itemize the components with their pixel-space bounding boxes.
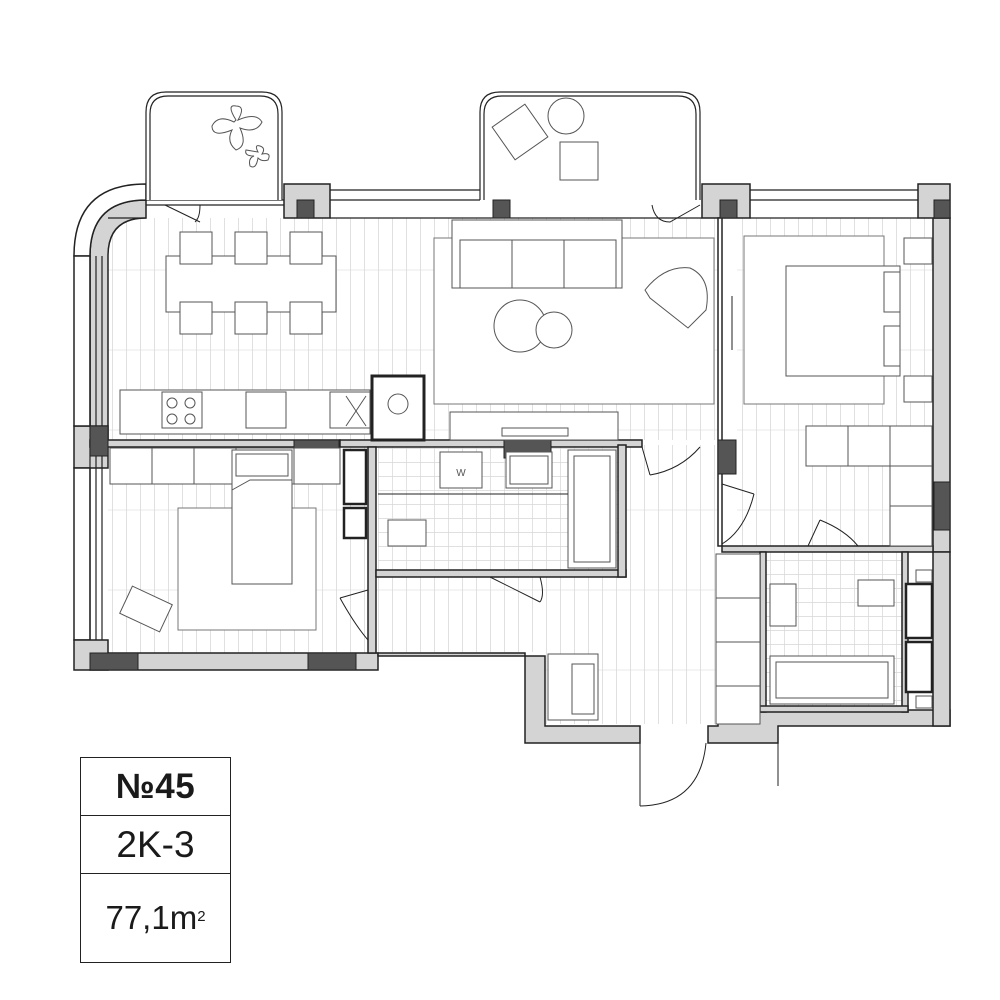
wall-bath2-frame (759, 551, 767, 713)
balcony-table (547, 97, 585, 135)
wall-bedroom-bottom (721, 545, 934, 553)
kitchen-sink (245, 391, 287, 429)
hallway-furniture (547, 553, 761, 725)
bath2-sink (769, 583, 797, 627)
wall-left-strip (73, 255, 91, 427)
door-bath2 (807, 519, 859, 547)
nightstand-1 (903, 237, 933, 265)
small-plant-icon (245, 145, 270, 168)
bathroom-1: W (378, 449, 617, 569)
wall-living-bedroom (717, 217, 723, 547)
bath1-toilet (387, 519, 427, 547)
area-unit-superscript: 2 (197, 907, 206, 925)
balcony-chair-2 (559, 141, 599, 181)
wall-bath1-bottom (375, 569, 627, 578)
kids-furniture (109, 447, 368, 633)
door-bath1 (489, 576, 543, 603)
plant-icon (211, 105, 263, 151)
apartment-type: 2K-3 (81, 816, 230, 874)
balcony-furniture (211, 97, 599, 181)
wall-right-lower (932, 551, 951, 727)
wall-bath2-bottom (759, 705, 909, 713)
wall-kids-bath (367, 446, 377, 654)
bedroom-furniture (731, 235, 933, 547)
wardrobe (805, 425, 933, 467)
apartment-number: №45 (81, 758, 230, 816)
coffee-table-2 (535, 311, 573, 349)
wall-bottom-hall (377, 652, 641, 744)
armchair (644, 267, 708, 329)
door-balcony-right (651, 204, 701, 223)
washer-label: W (456, 468, 466, 479)
area-value: 77,1m (105, 899, 198, 936)
door-bedroom (721, 483, 755, 545)
bath2-toilet (857, 579, 895, 607)
balcony-chair-1 (491, 103, 549, 161)
door-entrance (639, 742, 707, 807)
balconies (145, 91, 701, 200)
door-kids (339, 589, 369, 641)
bathroom-2 (769, 569, 934, 709)
door-living-hall (641, 446, 701, 476)
double-bed (785, 265, 901, 377)
wall-left-strip-lower (73, 467, 91, 641)
dining-chairs (179, 231, 323, 335)
door-balcony-left (164, 204, 201, 223)
hall-wardrobe (715, 553, 761, 725)
balcony-left (145, 91, 283, 200)
kids-chair (119, 585, 173, 633)
doors (164, 204, 859, 807)
washer-box (439, 451, 483, 489)
wall-bath1-right (617, 444, 627, 578)
living-furniture (119, 219, 715, 442)
hallway-floor (376, 445, 718, 724)
kids-wardrobe (109, 447, 341, 485)
nightstand-2 (903, 375, 933, 403)
